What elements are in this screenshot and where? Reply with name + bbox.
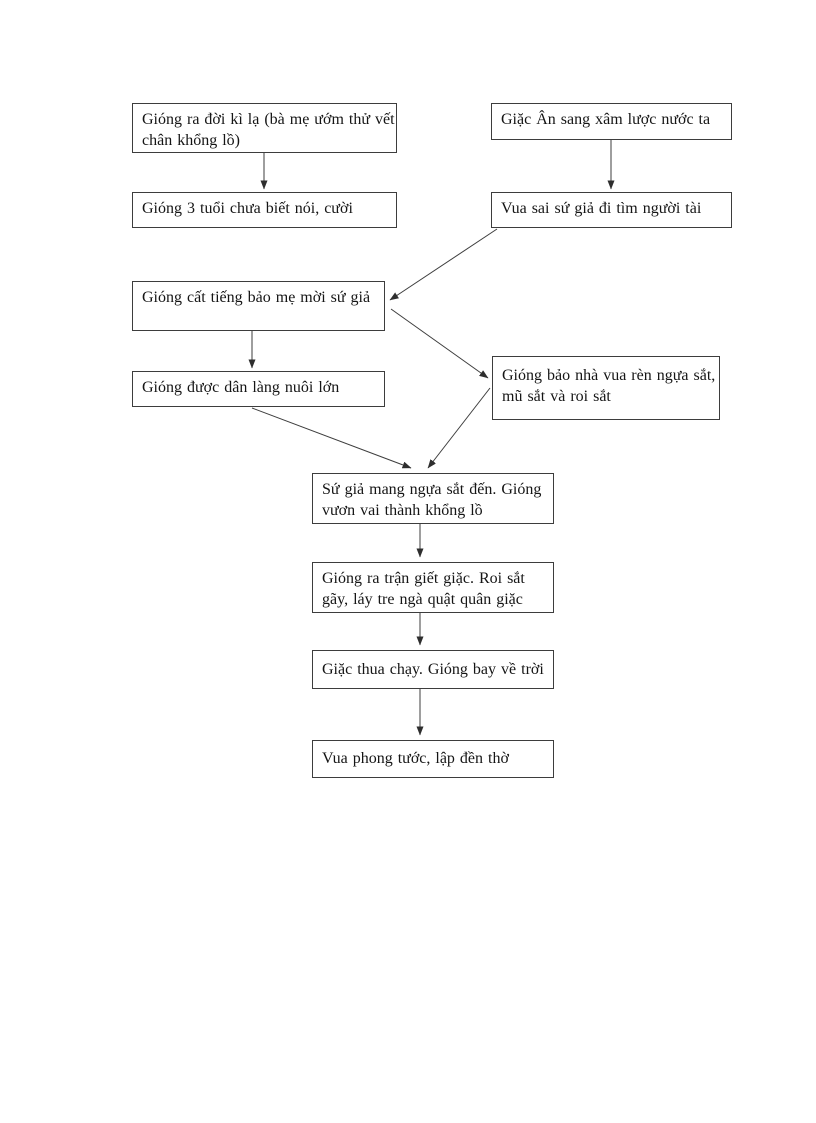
node-text: Gióng ra đời kì lạ (bà mẹ ướm thử vết <box>142 111 395 128</box>
node-text: Giặc thua chạy. Gióng bay về trời <box>322 661 544 678</box>
node-giong-requests-iron-gear: Gióng bảo nhà vua rèn ngựa sắt, mũ sắt v… <box>492 356 720 420</box>
node-giong-asks-mother-invite-envoy: Gióng cất tiếng bảo mẹ mời sứ giả <box>132 281 385 331</box>
node-text: mũ sắt và roi sắt <box>502 388 611 405</box>
node-king-sends-envoy: Vua sai sứ giả đi tìm người tài <box>491 192 732 228</box>
node-text: Gióng 3 tuổi chưa biết nói, cười <box>142 200 353 217</box>
node-enemy-flees-giong-ascends: Giặc thua chạy. Gióng bay về trời <box>312 650 554 689</box>
node-an-invaders: Giặc Ân sang xâm lược nước ta <box>491 103 732 140</box>
node-text: Vua sai sứ giả đi tìm người tài <box>501 200 702 217</box>
node-text: Gióng cất tiếng bảo mẹ mời sứ giả <box>142 289 371 306</box>
arrow-envoy-to-speaks <box>389 228 498 301</box>
node-text: Gióng được dân làng nuôi lớn <box>142 379 340 396</box>
node-text: Vua phong tước, lập đền thờ <box>322 750 509 767</box>
node-text: Sứ giả mang ngựa sắt đến. Gióng <box>322 481 542 498</box>
node-text: vươn vai thành khổng lồ <box>322 502 483 519</box>
node-king-honors-temple: Vua phong tước, lập đền thờ <box>312 740 554 778</box>
node-text: Gióng bảo nhà vua rèn ngựa sắt, <box>502 367 716 384</box>
node-giong-born-strangely: Gióng ra đời kì lạ (bà mẹ ướm thử vết ch… <box>132 103 397 153</box>
node-text: Giặc Ân sang xâm lược nước ta <box>501 111 711 128</box>
node-text: chân khổng lồ) <box>142 132 240 149</box>
node-envoy-brings-iron-horse: Sứ giả mang ngựa sắt đến. Gióng vươn vai… <box>312 473 554 524</box>
node-giong-fights-enemy: Gióng ra trận giết giặc. Roi sắt gãy, lá… <box>312 562 554 613</box>
arrow-irongear-to-ironhorse <box>427 387 491 469</box>
arrow-speaks-to-irongear <box>390 308 489 379</box>
node-giong-three-years-old: Gióng 3 tuổi chưa biết nói, cười <box>132 192 397 228</box>
node-text: gãy, láy tre ngà quật quân giặc <box>322 591 523 608</box>
node-text: Gióng ra trận giết giặc. Roi sắt <box>322 570 525 587</box>
node-villagers-raise-giong: Gióng được dân làng nuôi lớn <box>132 371 385 407</box>
arrow-village-to-ironhorse <box>251 407 412 469</box>
